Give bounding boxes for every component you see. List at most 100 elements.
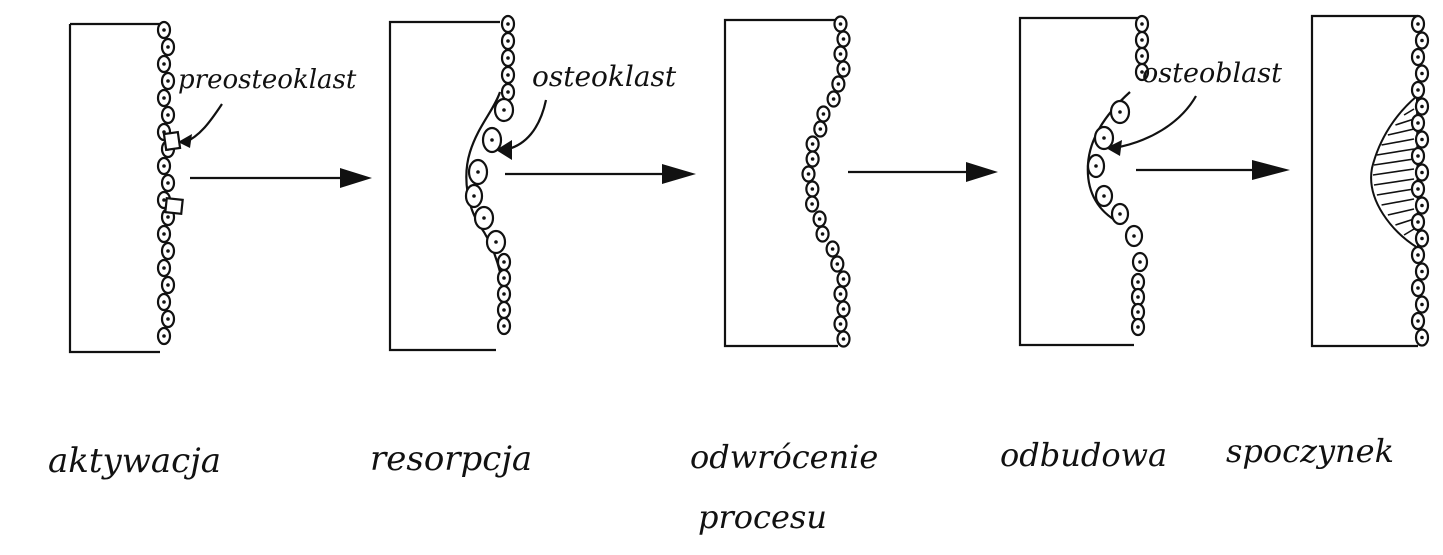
lining-cell-nucleus	[1416, 154, 1420, 158]
lining-cell-nucleus	[166, 79, 170, 83]
callout-osteoclast: osteoklast	[532, 60, 677, 93]
lining-cell-nucleus	[1420, 72, 1424, 76]
reversal-cell-nucleus	[839, 52, 843, 56]
reversal-cells	[803, 17, 850, 347]
reversal-cell-nucleus	[842, 337, 846, 341]
reversal-cell-nucleus	[832, 97, 836, 101]
panel-odwrocenie	[725, 17, 850, 347]
lining-cell-nucleus	[502, 260, 506, 264]
lining-cells-1	[158, 22, 174, 344]
lining-cell-nucleus	[506, 22, 510, 26]
arrow-2	[505, 164, 696, 184]
reversal-cell-nucleus	[842, 67, 846, 71]
hatch-line	[1404, 229, 1414, 235]
hatch-line	[1382, 199, 1414, 205]
reversal-cell-nucleus	[842, 307, 846, 311]
osteoblast-cell-nucleus	[1118, 110, 1122, 114]
stage-label-resorpcja: resorpcja	[370, 439, 532, 479]
lining-cell-nucleus	[162, 28, 166, 32]
reversal-cell-nucleus	[836, 262, 840, 266]
lining-cell-nucleus	[1416, 286, 1420, 290]
hatch-line	[1374, 159, 1414, 165]
lining-cell-nucleus	[502, 276, 506, 280]
reversal-cell-nucleus	[839, 292, 843, 296]
stage-label-odwrocenie-line2: procesu	[698, 498, 827, 536]
hatch-line	[1388, 129, 1414, 135]
panel-spoczynek	[1312, 16, 1428, 346]
lining-cell-nucleus	[162, 164, 166, 168]
reversal-cell-nucleus	[821, 232, 825, 236]
lining-cell-nucleus	[502, 292, 506, 296]
lining-cell-nucleus	[1416, 88, 1420, 92]
reversal-cell-nucleus	[819, 127, 823, 131]
lining-cell-nucleus	[162, 232, 166, 236]
hatch-line	[1374, 179, 1414, 185]
preosteoclast-cell	[164, 132, 180, 150]
lining-cell-nucleus	[1416, 55, 1420, 59]
lining-cell-nucleus	[166, 215, 170, 219]
lining-cell-nucleus	[162, 198, 166, 202]
osteoblast-cell-nucleus	[1138, 260, 1142, 264]
lining-cell-nucleus	[1420, 39, 1424, 43]
callout-preosteoclast: preosteoklast	[178, 65, 357, 95]
reversal-cell-nucleus	[810, 202, 814, 206]
lining-cell-nucleus	[1420, 138, 1424, 142]
lining-cell-nucleus	[1140, 22, 1144, 26]
osteoblast-cell-nucleus	[1132, 234, 1136, 238]
lining-cell-nucleus	[166, 283, 170, 287]
lining-cell-nucleus	[506, 39, 510, 43]
arrow-3	[848, 162, 998, 182]
lining-cell-nucleus	[1416, 220, 1420, 224]
lining-cell-nucleus	[1136, 295, 1140, 299]
stage-label-spoczynek: spoczynek	[1226, 432, 1394, 470]
lining-cell-nucleus	[1420, 204, 1424, 208]
panel-aktywacja	[70, 22, 183, 352]
lining-cell-nucleus	[1416, 319, 1420, 323]
lining-cell-nucleus	[506, 56, 510, 60]
bone-block-3	[725, 20, 838, 346]
hatch-line	[1373, 169, 1414, 175]
lining-cell-nucleus	[1140, 38, 1144, 42]
lining-cell-nucleus	[166, 45, 170, 49]
resting-cells	[1412, 16, 1428, 346]
preosteoclast-cell	[165, 198, 182, 214]
callout-osteoblast: osteoblast	[1142, 58, 1282, 89]
reversal-cell-nucleus	[807, 172, 811, 176]
lining-cell-nucleus	[162, 300, 166, 304]
lining-cell-nucleus	[1416, 121, 1420, 125]
panel-resorpcja	[390, 16, 514, 350]
lining-cell-nucleus	[1420, 171, 1424, 175]
arrow-4	[1136, 160, 1290, 180]
osteoclast-cell-nucleus	[490, 138, 494, 142]
lining-cell-nucleus	[1420, 105, 1424, 109]
lining-cell-nucleus	[1136, 280, 1140, 284]
lining-cell-nucleus	[162, 266, 166, 270]
osteoclast-cell-nucleus	[494, 240, 498, 244]
reversal-cell-nucleus	[842, 37, 846, 41]
osteoblast-cell-nucleus	[1102, 194, 1106, 198]
osteoclast-cell-nucleus	[472, 194, 476, 198]
lining-cell-nucleus	[166, 113, 170, 117]
lining-cell-nucleus	[1136, 310, 1140, 314]
lining-cell-nucleus	[502, 324, 506, 328]
osteoclast-cell-nucleus	[502, 108, 506, 112]
lining-cell-nucleus	[1136, 325, 1140, 329]
arrow-1	[190, 168, 372, 188]
osteoblast-cell-nucleus	[1118, 212, 1122, 216]
reversal-cell-nucleus	[811, 142, 815, 146]
lining-cell-nucleus	[506, 90, 510, 94]
hatch-line	[1377, 149, 1414, 155]
lining-cell-nucleus	[1416, 253, 1420, 257]
reversal-cell-nucleus	[822, 112, 826, 116]
hatch-line	[1382, 139, 1414, 145]
bone-block-1	[70, 24, 160, 352]
new-bone-hatching	[1373, 109, 1414, 235]
reversal-cell-nucleus	[837, 82, 841, 86]
lining-cell-nucleus	[1420, 303, 1424, 307]
reversal-cell-nucleus	[818, 217, 822, 221]
hatch-line	[1404, 109, 1414, 115]
lining-cell-nucleus	[502, 308, 506, 312]
lining-cell-nucleus	[1416, 187, 1420, 191]
reversal-cell-nucleus	[811, 157, 815, 161]
